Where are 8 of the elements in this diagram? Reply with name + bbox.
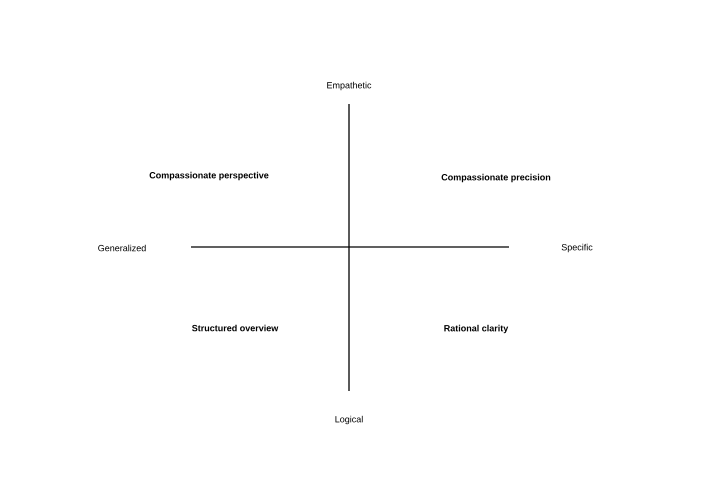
quadrant-label: Compassionate precision <box>442 174 550 182</box>
quadrant-label: Rational clarity <box>444 324 508 334</box>
quadrant-label: Compassionate perspective <box>150 172 268 180</box>
axis-label: Empathetic <box>327 82 372 90</box>
axis-label: Generalized <box>98 244 146 252</box>
axis-label: Logical <box>335 416 363 424</box>
axis-label: Specific <box>562 244 593 252</box>
quadrant-label: Structured overview <box>192 324 278 332</box>
